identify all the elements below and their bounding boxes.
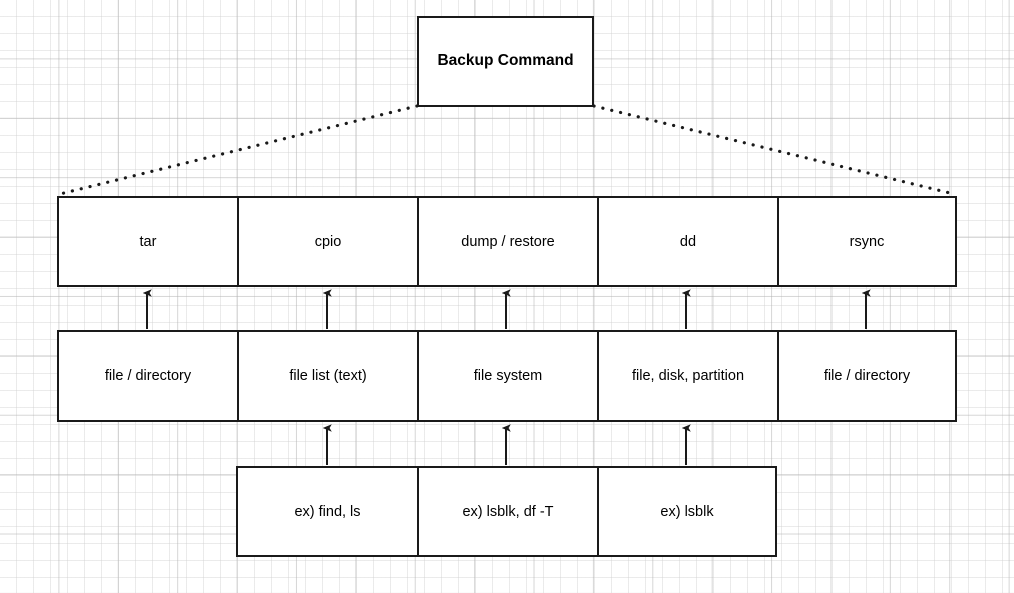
node-tar-label: tar [139, 233, 157, 250]
node-cpio-label: cpio [314, 233, 342, 250]
node-example-lsblk[interactable]: ex) lsblk [599, 468, 775, 555]
node-dump-restore[interactable]: dump / restore [419, 198, 599, 285]
dotted-connector-left [58, 104, 419, 196]
node-example-find-ls-label: ex) find, ls [294, 503, 361, 520]
node-target-file-disk-partition[interactable]: file, disk, partition [599, 332, 779, 420]
node-target-file-list-label: file list (text) [289, 368, 367, 384]
node-target-file-disk-partition-label: file, disk, partition [631, 368, 745, 384]
node-example-lsblk-label: ex) lsblk [660, 503, 714, 520]
dotted-connector-right [592, 104, 956, 196]
node-example-find-ls[interactable]: ex) find, ls [238, 468, 419, 555]
row-backup-targets: file / directory file list (text) file s… [57, 330, 957, 422]
node-target-file-list[interactable]: file list (text) [239, 332, 419, 420]
row-commands: tar cpio dump / restore dd rsync [57, 196, 957, 287]
node-example-lsblk-df[interactable]: ex) lsblk, df -T [419, 468, 599, 555]
node-dump-restore-label: dump / restore [461, 233, 555, 250]
node-target-file-directory-1-label: file / directory [104, 368, 192, 384]
node-target-file-directory-2[interactable]: file / directory [779, 332, 955, 420]
node-target-file-system-label: file system [473, 368, 543, 384]
node-tar[interactable]: tar [59, 198, 239, 285]
node-example-lsblk-df-label: ex) lsblk, df -T [462, 503, 554, 520]
node-dd[interactable]: dd [599, 198, 779, 285]
node-target-file-directory-2-label: file / directory [823, 368, 911, 384]
row-examples: ex) find, ls ex) lsblk, df -T ex) lsblk [236, 466, 777, 557]
node-backup-command[interactable]: Backup Command [417, 16, 594, 107]
node-target-file-directory-1[interactable]: file / directory [59, 332, 239, 420]
node-cpio[interactable]: cpio [239, 198, 419, 285]
node-rsync-label: rsync [849, 233, 885, 250]
node-rsync[interactable]: rsync [779, 198, 955, 285]
node-backup-command-label: Backup Command [437, 52, 574, 70]
node-dd-label: dd [679, 233, 697, 250]
node-target-file-system[interactable]: file system [419, 332, 599, 420]
